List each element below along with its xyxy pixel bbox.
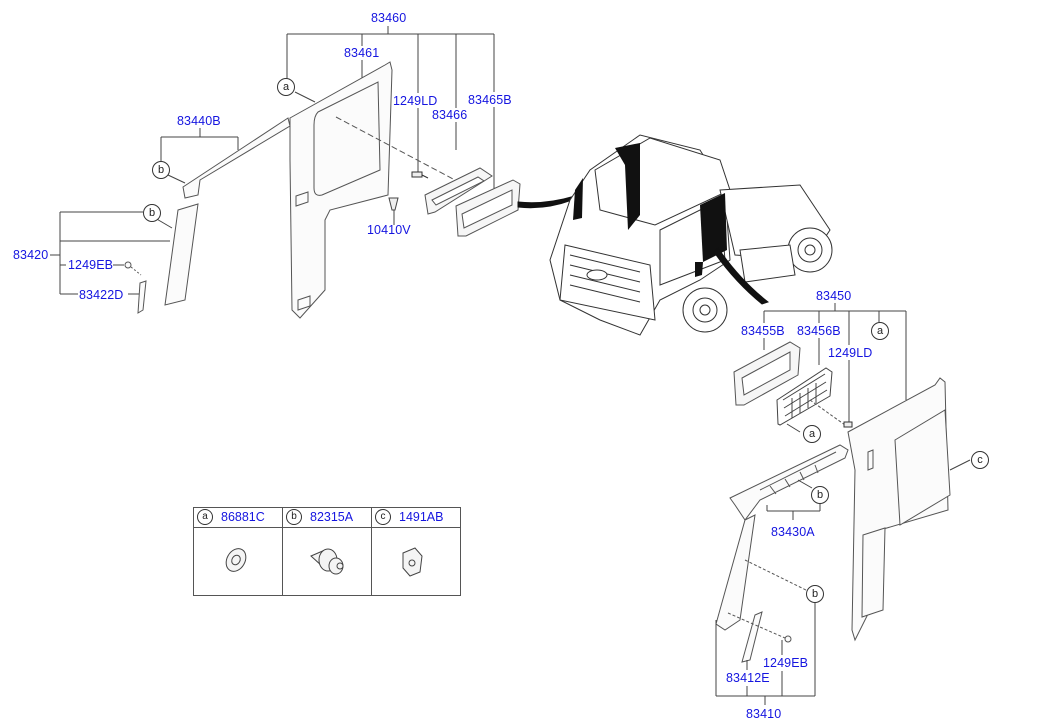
label-83410[interactable]: 83410 — [746, 707, 782, 721]
label-1249LD-left[interactable]: 1249LD — [393, 94, 438, 108]
vent-83466 — [424, 167, 493, 215]
legend-header-c: c 1491AB — [372, 508, 460, 527]
pillar-83410 — [715, 514, 792, 663]
legend-part-1491AB[interactable]: 1491AB — [399, 510, 444, 524]
callout-a: a — [871, 322, 889, 340]
label-1249LD-right[interactable]: 1249LD — [828, 346, 873, 360]
pointer-arrow-left — [517, 195, 577, 209]
leader-83450 — [763, 303, 907, 425]
grille-83456B — [776, 367, 833, 426]
callout-a: a — [803, 425, 821, 443]
legend-image-c — [372, 528, 460, 595]
callout-b: b — [811, 486, 829, 504]
vent-83455B — [733, 341, 801, 406]
panel-83450 — [847, 377, 951, 642]
callout-c: c — [971, 451, 989, 469]
label-83465B[interactable]: 83465B — [468, 93, 512, 107]
trim-83430A — [729, 444, 849, 521]
legend-key-c: c — [375, 509, 391, 525]
label-83422D[interactable]: 83422D — [79, 288, 124, 302]
label-83461[interactable]: 83461 — [344, 46, 380, 60]
leader-83430A — [766, 479, 821, 520]
legend-image-b — [283, 528, 371, 595]
legend-key-b: b — [286, 509, 302, 525]
pointer-arrow-right — [713, 247, 770, 305]
vent-83465B — [455, 179, 521, 237]
label-83420[interactable]: 83420 — [13, 248, 49, 262]
label-83456B[interactable]: 83456B — [797, 324, 841, 338]
truck-highlight — [573, 143, 727, 277]
leader-83420 — [50, 211, 173, 295]
leader-83440B — [160, 128, 239, 184]
legend-part-82315A[interactable]: 82315A — [310, 510, 354, 524]
truck-illustration — [549, 134, 833, 336]
label-83455B[interactable]: 83455B — [741, 324, 785, 338]
label-83450[interactable]: 83450 — [816, 289, 852, 303]
screw-1249LD-right — [843, 421, 853, 428]
legend-part-86881C[interactable]: 86881C — [221, 510, 265, 524]
label-1249EB-right[interactable]: 1249EB — [763, 656, 809, 670]
legend-header-b: b 82315A — [283, 508, 371, 527]
label-83440B[interactable]: 83440B — [177, 114, 221, 128]
legend-image-a — [194, 528, 282, 595]
label-1249EB-left[interactable]: 1249EB — [68, 258, 114, 272]
trim-83440B — [182, 117, 291, 199]
label-83430A[interactable]: 83430A — [771, 525, 815, 539]
callout-b: b — [806, 585, 824, 603]
panel-83461 — [289, 61, 393, 319]
label-10410V[interactable]: 10410V — [367, 223, 411, 237]
leader-83410 — [715, 603, 816, 705]
screw-1249LD-left — [411, 171, 429, 179]
pillar-83420 — [124, 203, 199, 314]
label-83466[interactable]: 83466 — [432, 108, 468, 122]
callout-b: b — [143, 204, 161, 222]
callout-a: a — [277, 78, 295, 96]
legend-key-a: a — [197, 509, 213, 525]
label-83412E[interactable]: 83412E — [726, 671, 770, 685]
clip-10410V — [388, 197, 399, 225]
fastener-legend: a 86881C b 82315A c 1491AB — [193, 507, 461, 596]
callout-b: b — [152, 161, 170, 179]
legend-header-a: a 86881C — [194, 508, 282, 527]
label-83460[interactable]: 83460 — [371, 11, 407, 25]
